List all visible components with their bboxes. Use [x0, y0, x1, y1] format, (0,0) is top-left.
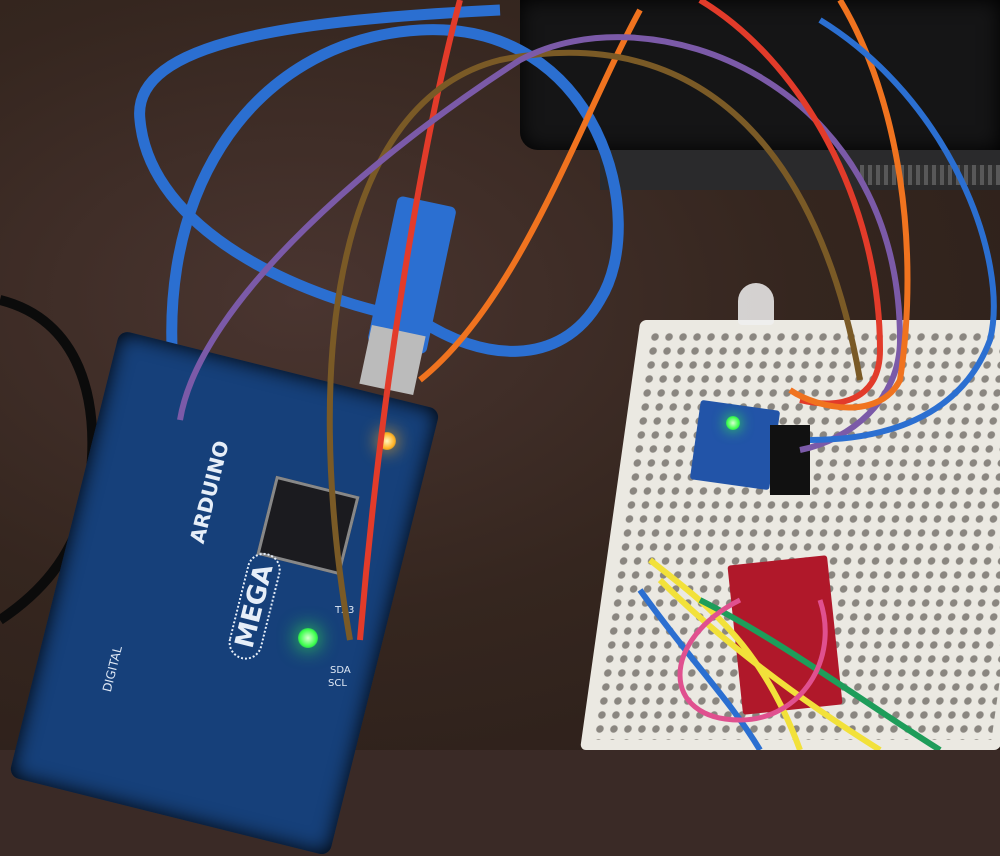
sda-label: SDA	[330, 665, 351, 676]
rgb-led	[738, 283, 774, 325]
speaker-grille	[860, 165, 1000, 185]
jumper-wires	[177, 0, 997, 750]
scl-label: SCL	[328, 678, 347, 689]
jumper-header	[770, 425, 810, 495]
green-power-led	[298, 628, 318, 648]
gyro-power-led	[726, 416, 740, 430]
